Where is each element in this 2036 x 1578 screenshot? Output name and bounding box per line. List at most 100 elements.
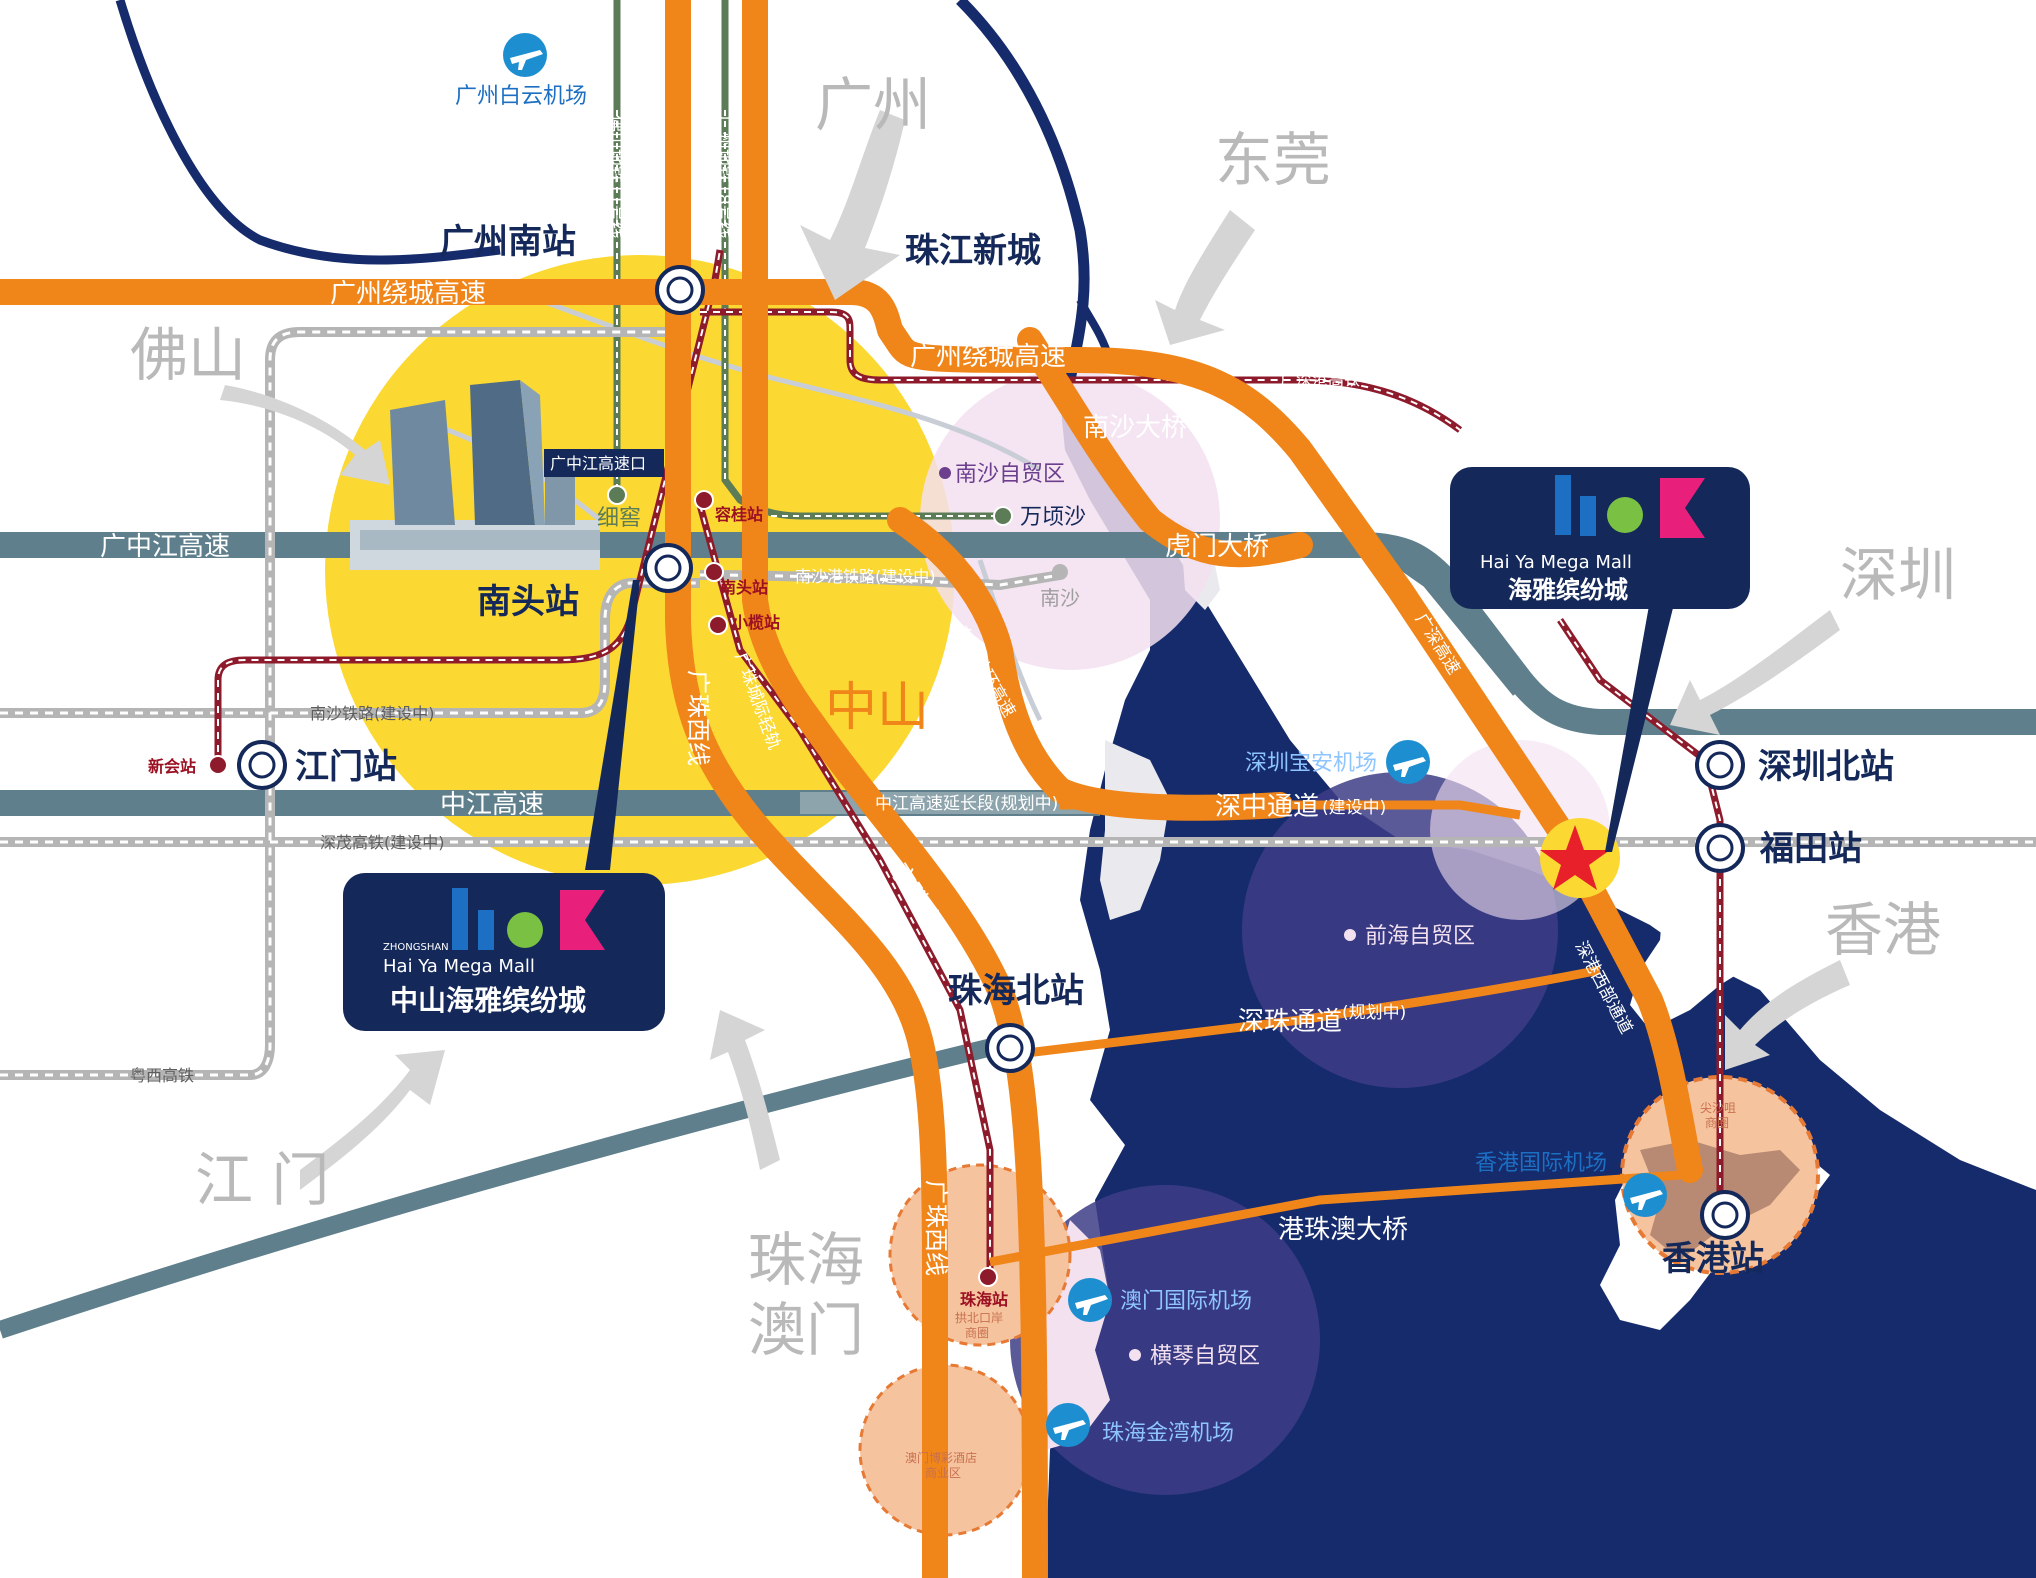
station-xiaolan[interactable]: 小榄站 bbox=[732, 613, 780, 632]
station-inner bbox=[248, 276, 1739, 1229]
city-zhuhai: 珠海 bbox=[748, 1226, 864, 1294]
road-humen-bridge: 虎门大桥 bbox=[1165, 532, 1269, 562]
brand-callout-right[interactable]: Hai Ya Mega Mall 海雅缤纷城 bbox=[1450, 467, 1750, 609]
thin-expressways bbox=[989, 800, 1681, 1267]
road-shenzhong: 深中通道 (建设中) bbox=[1215, 792, 1386, 822]
brand-cn-right: 海雅缤纷城 bbox=[1508, 576, 1628, 604]
arrow-hongkong bbox=[1725, 960, 1850, 1070]
road-guangzhou-ring-2: 广州绕城高速 bbox=[910, 342, 1066, 372]
road-guangzhongjiang-exit: 广中江高速口 bbox=[544, 449, 664, 477]
city-jiangmen: 江 门 bbox=[195, 1146, 329, 1214]
road-guangzhu-west-2: 广珠西线 bbox=[922, 1180, 950, 1276]
brand-en-name: Hai Ya Mega Mall bbox=[1480, 552, 1632, 573]
gongbei-label-1: 拱北口岸 bbox=[955, 1311, 1003, 1325]
airport-baoan[interactable]: 深圳宝安机场 bbox=[1245, 740, 1430, 784]
station-hongkong[interactable]: 香港站 bbox=[1662, 1239, 1764, 1279]
plane-icon bbox=[1630, 1190, 1663, 1210]
arrow-dongguan bbox=[1155, 210, 1255, 345]
road-guangzhongjiang: 广中江高速 bbox=[100, 532, 230, 562]
station-icon-jiangmen bbox=[237, 740, 287, 790]
brand-callout-left[interactable]: ZHONGSHAN Hai Ya Mega Mall 中山海雅缤纷城 bbox=[343, 873, 665, 1031]
arrow-zhuhai bbox=[710, 1010, 780, 1170]
place-wanqingsha: 万顷沙 bbox=[1020, 505, 1086, 530]
brand-en-name: Hai Ya Mega Mall bbox=[383, 956, 535, 977]
rail-guangshengang: 广深港高铁 bbox=[1280, 370, 1360, 389]
river-north bbox=[115, 0, 501, 265]
airport-jinwan[interactable]: 珠海金湾机场 bbox=[1046, 1403, 1234, 1447]
airport-label: 广州白云机场 bbox=[455, 84, 587, 109]
station-ronggui[interactable]: 容桂站 bbox=[714, 505, 763, 524]
station-futian[interactable]: 福田站 bbox=[1759, 829, 1862, 869]
direction-arrows bbox=[220, 110, 1850, 1190]
station-icon-guangzhou-south bbox=[655, 265, 705, 315]
hyk-logo bbox=[1555, 475, 1705, 538]
airport-label: 珠海金湾机场 bbox=[1102, 1421, 1234, 1446]
plane-icon bbox=[1075, 1295, 1108, 1315]
station-icon-zhuhai-north bbox=[985, 1023, 1035, 1073]
airport-label: 香港国际机场 bbox=[1475, 1151, 1607, 1176]
station-nantou[interactable]: 南头站 bbox=[477, 582, 579, 622]
station-zhuhai-north[interactable]: 珠海北站 bbox=[948, 971, 1084, 1011]
station-nantou-small[interactable]: 南头站 bbox=[720, 578, 768, 597]
road-nansha-bridge: 南沙大桥 bbox=[1083, 413, 1187, 443]
station-guangzhou-south[interactable]: 广州南站 bbox=[440, 222, 576, 262]
station-zhujiang-newtown[interactable]: 珠江新城 bbox=[905, 231, 1041, 271]
star-icon bbox=[1540, 825, 1610, 890]
expressways bbox=[0, 0, 1703, 1578]
station-icon-hongkong bbox=[1700, 1190, 1750, 1240]
road-label: 深珠通道 bbox=[1238, 1007, 1342, 1037]
western-coastal-highway bbox=[0, 1036, 1003, 1339]
building-illustration bbox=[350, 380, 600, 570]
city-aomen: 澳门 bbox=[748, 1296, 864, 1364]
city-xianggang: 香港 bbox=[1825, 896, 1941, 964]
gongbei-label-2: 商圈 bbox=[965, 1325, 989, 1340]
airport-label: 深圳宝安机场 bbox=[1245, 751, 1377, 776]
zone-nansha-ftz: 南沙自贸区 bbox=[939, 462, 1065, 487]
road-zhongjiang-ext: 中江高速延长段(规划中) bbox=[875, 794, 1058, 814]
red-station-dots bbox=[208, 490, 998, 1287]
rail-guangzhou-metro-18: 广州地铁18号线 bbox=[713, 115, 733, 239]
city-guangzhou: 广州 bbox=[815, 71, 931, 139]
macau-cbd-label-2: 商业区 bbox=[925, 1465, 961, 1480]
city-foshan: 佛山 bbox=[130, 321, 246, 389]
zone-hengqin-ftz: 横琴自贸区 bbox=[1129, 1344, 1260, 1369]
zone-label: 南沙自贸区 bbox=[955, 462, 1065, 487]
road-shenzhu: 深珠通道 (规划中) bbox=[1238, 1003, 1406, 1037]
place-xijiao: 细窖 bbox=[597, 506, 641, 531]
station-xihui[interactable]: 新会站 bbox=[148, 757, 196, 776]
plane-icon bbox=[1053, 1420, 1086, 1440]
green-station-dots bbox=[607, 485, 1013, 526]
hyk-logo bbox=[452, 888, 605, 950]
road-note: (规划中) bbox=[1342, 1003, 1406, 1023]
city-shenzhen: 深圳 bbox=[1840, 541, 1956, 609]
road-guangzhu-west-1: 广珠西线 bbox=[684, 670, 712, 766]
tst-label-2: 商圈 bbox=[1705, 1115, 1729, 1130]
plane-icon bbox=[510, 50, 543, 70]
island-grey bbox=[1100, 520, 1220, 920]
road-zhongjiang: 中江高速 bbox=[440, 790, 544, 820]
airport-label: 澳门国际机场 bbox=[1120, 1289, 1252, 1314]
road-western-coastal: 西部沿海高速 bbox=[592, 1198, 737, 1274]
arrow-guangzhou bbox=[800, 110, 905, 300]
airport-baiyun[interactable]: 广州白云机场 bbox=[455, 33, 587, 109]
station-zhuhai[interactable]: 珠海站 bbox=[960, 1290, 1008, 1309]
rail-shenmao: 深茂高铁(建设中) bbox=[320, 833, 445, 852]
rail-nansha-port: 南沙港铁路(建设中) bbox=[795, 567, 936, 586]
arrow-jiangmen bbox=[300, 1050, 445, 1190]
guangshen-highway bbox=[1374, 537, 1527, 696]
airport-macau[interactable]: 澳门国际机场 bbox=[1068, 1278, 1252, 1322]
road-note: (建设中) bbox=[1322, 798, 1386, 818]
airport-hongkong[interactable]: 香港国际机场 bbox=[1475, 1151, 1667, 1217]
plane-icon bbox=[1393, 757, 1426, 777]
river-east bbox=[956, 0, 1090, 382]
rail-yuexi: 粤西高铁 bbox=[130, 1066, 194, 1085]
station-jiangmen[interactable]: 江门站 bbox=[295, 747, 397, 787]
arrow-foshan bbox=[220, 385, 390, 485]
macau-cbd-label-1: 澳门博彩酒店 bbox=[905, 1450, 977, 1465]
zone-label: 前海自贸区 bbox=[1365, 924, 1475, 949]
rail-foshan-metro-11: 佛山地铁11号线 bbox=[605, 115, 625, 239]
station-shenzhen-north[interactable]: 深圳北站 bbox=[1758, 747, 1894, 787]
road-label: 深中通道 bbox=[1215, 792, 1319, 822]
station-icon-shenzhen-north bbox=[1695, 740, 1745, 790]
